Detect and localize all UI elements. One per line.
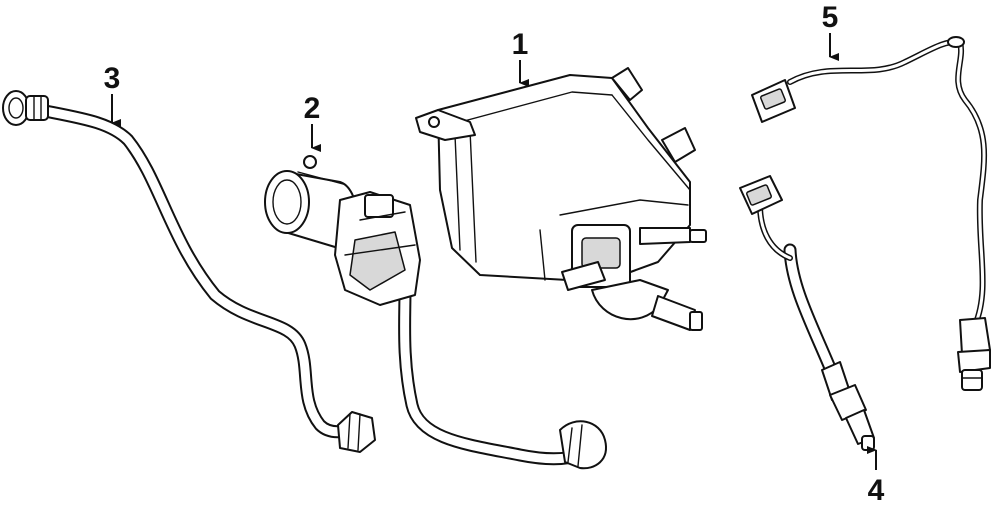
sensor-probe-icon: [821, 361, 875, 451]
canister-port-icon: [561, 224, 707, 331]
callout-4-label: 4: [868, 474, 885, 505]
callout-3: 3: [104, 62, 121, 127]
part-1-charcoal-canister[interactable]: [415, 67, 707, 331]
callout-5: 5: [822, 1, 839, 61]
part-3-vapor-hose[interactable]: [2, 90, 376, 453]
hose-end-connector-icon: [2, 90, 49, 126]
hose-elbow-connector-icon: [337, 411, 376, 453]
callout-1: 1: [512, 28, 529, 87]
sensor-connector-icon: [751, 79, 796, 123]
callout-5-label: 5: [822, 1, 839, 34]
valve-hose-elbow-connector-icon: [559, 420, 607, 470]
callout-3-label: 3: [104, 62, 121, 95]
callout-4: 4: [867, 446, 885, 505]
wire-clip-icon: [947, 36, 965, 48]
mounting-bracket-icon: [415, 67, 696, 163]
part-4-oxygen-sensor[interactable]: [739, 175, 875, 451]
part-5-oxygen-sensor[interactable]: [751, 36, 991, 391]
sensor-connector-icon: [739, 175, 783, 215]
sensor-probe-icon: [957, 317, 991, 391]
valve-body-icon: [334, 191, 421, 306]
callout-1-label: 1: [512, 28, 529, 61]
callout-2: 2: [304, 92, 321, 152]
callout-2-label: 2: [304, 92, 321, 125]
part-2-purge-valve[interactable]: [264, 155, 607, 470]
